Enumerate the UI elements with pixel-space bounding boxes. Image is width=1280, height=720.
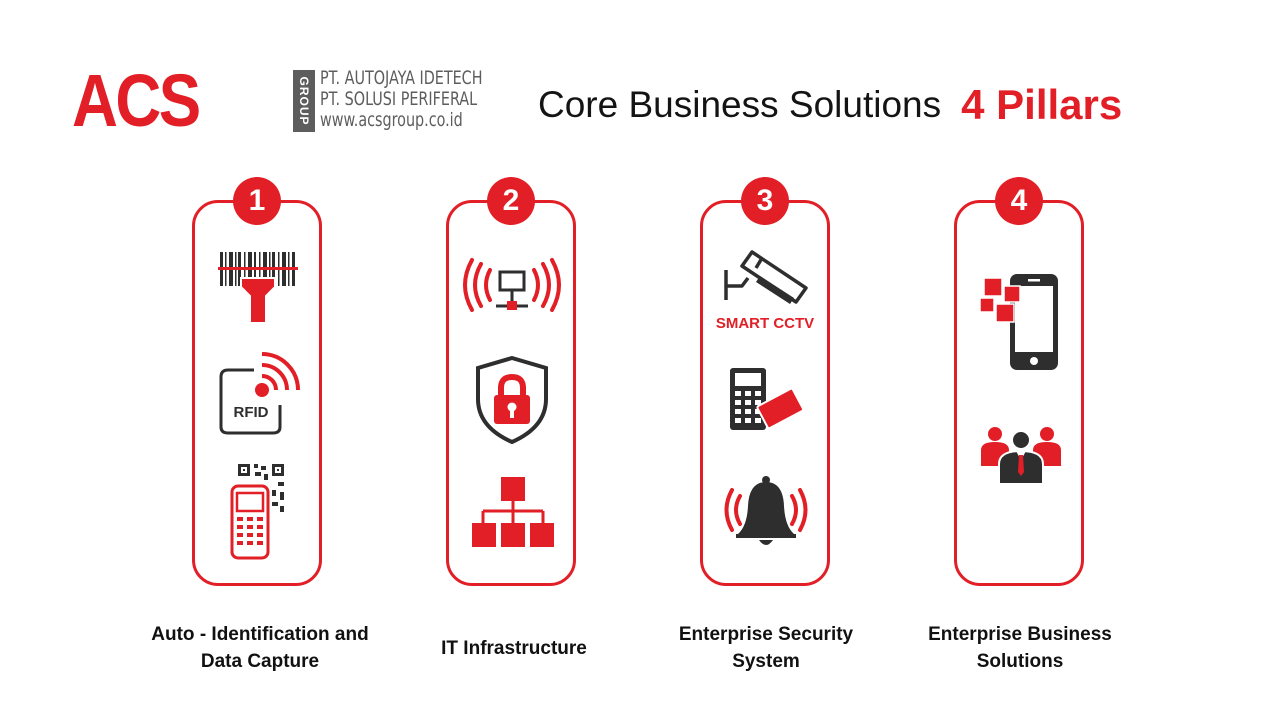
business-team-icon — [979, 426, 1063, 486]
alarm-bell-icon — [724, 474, 808, 550]
pillar-label-2: IT Infrastructure — [441, 638, 587, 659]
pillar-label-3: Enterprise Security System — [678, 624, 854, 672]
logo-group-text: GROUP — [297, 76, 311, 126]
logo-line-website: www.acsgroup.co.id — [320, 109, 463, 131]
heading-accent: 4 Pillars — [961, 81, 1123, 128]
heading-title: Core Business Solutions — [538, 84, 942, 125]
pillar-number-badge-3: 3 — [741, 177, 789, 225]
security-shield-lock-icon — [472, 355, 552, 445]
company-logo: ACS GROUP PT. AUTOJAYA IDETECH PT. SOLUS… — [72, 59, 483, 142]
pillar-number-badge-4: 4 — [995, 177, 1043, 225]
rfid-icon-text: RFID — [234, 404, 269, 421]
pillar-label-1: Auto - Identification and Data Capture — [151, 624, 369, 672]
pillar-card-4 — [954, 200, 1084, 586]
logo-line-company-1: PT. AUTOJAYA IDETECH — [320, 67, 483, 89]
logo-mark: ACS — [72, 59, 201, 142]
network-hierarchy-icon — [471, 475, 555, 549]
logo-company-lines: PT. AUTOJAYA IDETECH PT. SOLUSI PERIFERA… — [320, 68, 483, 131]
mobile-apps-icon — [978, 270, 1064, 374]
pillar-label-4: Enterprise Business Solutions — [928, 624, 1112, 672]
pillar-number-badge-1: 1 — [233, 177, 281, 225]
smart-cctv-label: SMART CCTV — [715, 315, 815, 332]
barcode-scanner-icon — [218, 250, 298, 325]
pillar-number-badge-2: 2 — [487, 177, 535, 225]
wireless-network-icon — [462, 258, 562, 318]
rfid-icon: RFID — [218, 350, 304, 436]
handheld-qr-icon — [228, 462, 294, 560]
logo-group-badge: GROUP — [293, 70, 315, 132]
cctv-camera-icon — [722, 248, 812, 308]
access-control-keypad-icon — [728, 366, 808, 436]
page-heading: Core Business Solutions 4 Pillars — [538, 80, 1122, 130]
logo-line-company-2: PT. SOLUSI PERIFERAL — [320, 88, 478, 110]
